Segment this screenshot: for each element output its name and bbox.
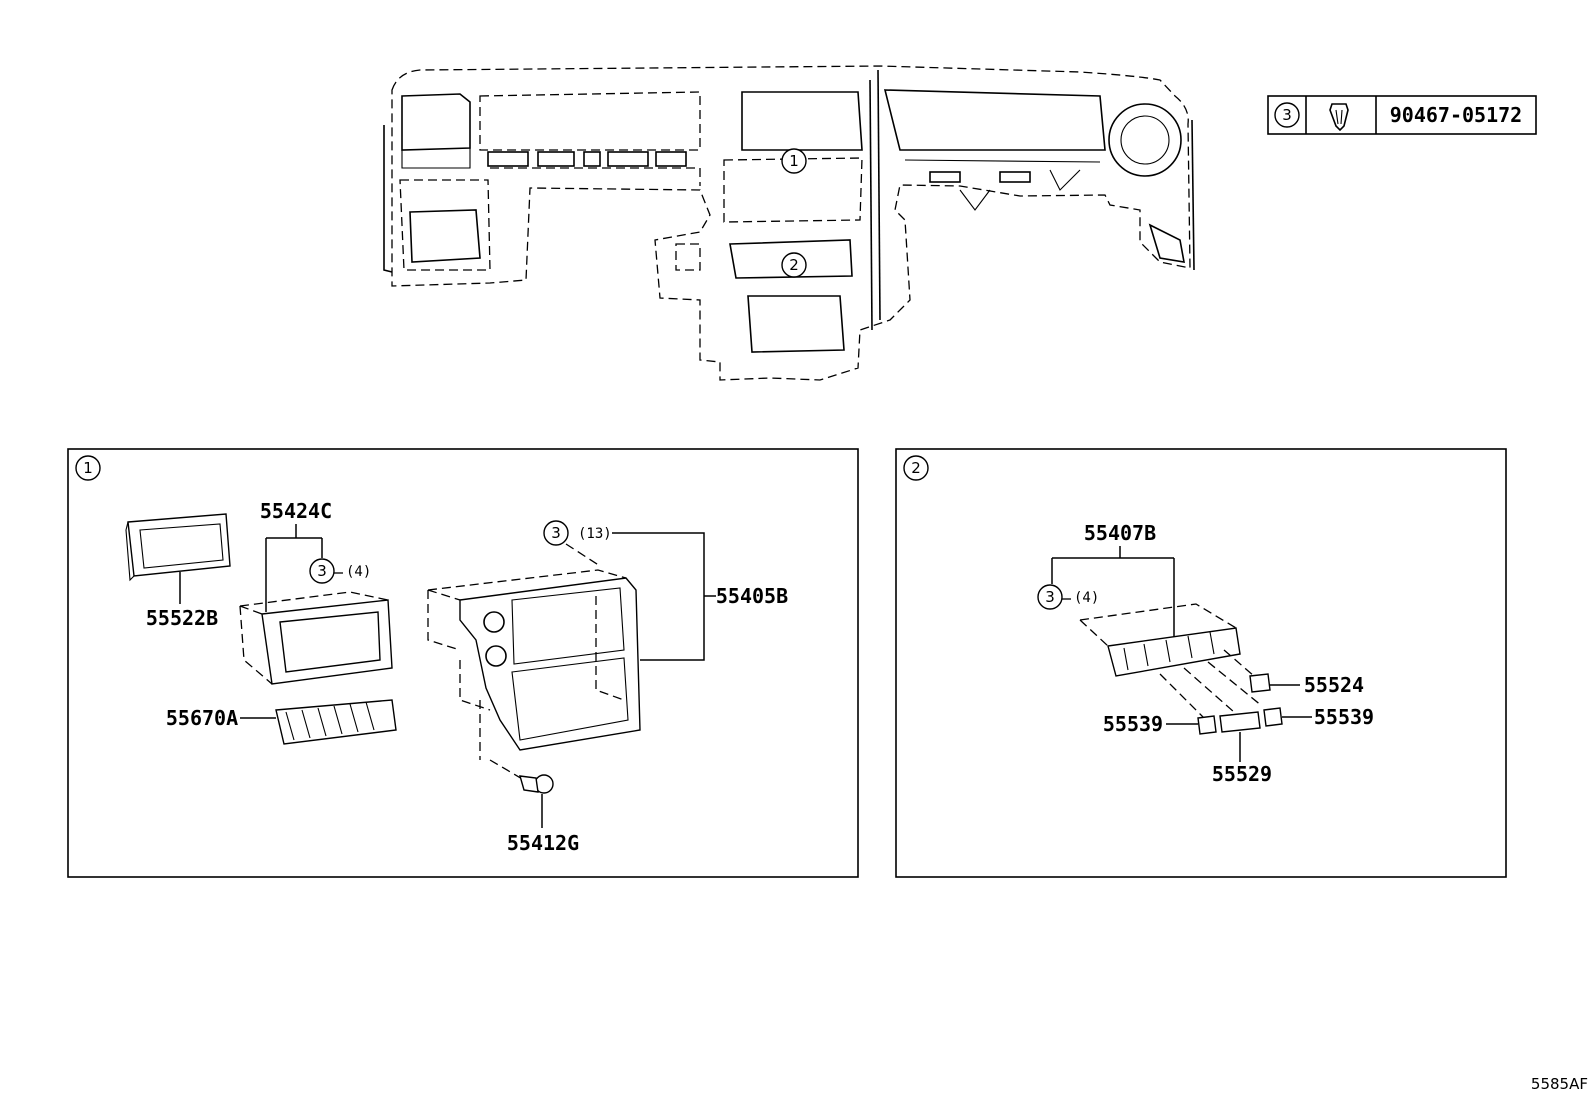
part-55522B-display xyxy=(125,513,231,604)
overview-callout-2-label: 2 xyxy=(789,256,799,274)
part-55539-left-switch xyxy=(1166,715,1217,735)
part-label-55405B: 55405B xyxy=(716,584,788,608)
clip-callout-c-qty: (4) xyxy=(1074,590,1099,606)
diagram-code: 5585AF xyxy=(1531,1075,1588,1093)
clip-callout-b xyxy=(543,520,569,546)
detail-panel-1: 1 55522B 55424C 3 (4) 55670A xyxy=(67,448,859,878)
panel-2-badge-label: 2 xyxy=(911,459,921,477)
clip-reference-table: 3 90467-05172 xyxy=(1267,95,1537,135)
part-label-55522B: 55522B xyxy=(146,606,218,630)
part-label-55539-left: 55539 xyxy=(1103,712,1163,736)
part-label-55407B: 55407B xyxy=(1084,521,1156,545)
reference-circle-3 xyxy=(1274,102,1300,128)
clip-callout-c xyxy=(1037,584,1063,610)
part-label-55670A: 55670A xyxy=(166,706,238,730)
clip-callout-a-qty: (4) xyxy=(346,564,371,580)
part-label-55524: 55524 xyxy=(1304,673,1364,697)
clip-icon xyxy=(1329,103,1349,132)
reference-part-number: 90467-05172 xyxy=(1390,103,1522,127)
part-label-55412G: 55412G xyxy=(507,831,579,855)
part-55424C-frame xyxy=(239,591,393,685)
overview-callout-2 xyxy=(781,252,807,278)
panel-1-badge xyxy=(75,455,101,481)
part-55529-switch xyxy=(1219,711,1261,762)
overview-callout-1 xyxy=(781,148,807,174)
panel-1-badge-label: 1 xyxy=(83,459,93,477)
part-label-55539-right: 55539 xyxy=(1314,705,1374,729)
part-label-55529: 55529 xyxy=(1212,762,1272,786)
part-55412G-clip xyxy=(519,774,554,828)
clip-callout-c-label: 3 xyxy=(1045,588,1055,606)
part-55405B-center-panel xyxy=(427,569,641,781)
reference-circle-label: 3 xyxy=(1282,106,1292,124)
clip-callout-a xyxy=(309,558,335,584)
part-label-55424C: 55424C xyxy=(260,499,332,523)
part-55539-right-switch xyxy=(1263,707,1312,727)
part-55407B-switch-bracket xyxy=(1079,603,1241,677)
part-55670A-vent xyxy=(240,699,397,745)
clip-callout-b-qty: (13) xyxy=(578,526,612,542)
clip-callout-a-label: 3 xyxy=(317,562,327,580)
detail-panel-2: 2 55407B 3 (4) 55524 55539 5 xyxy=(895,448,1507,878)
part-55524-switch xyxy=(1249,673,1300,693)
clip-callout-b-label: 3 xyxy=(551,524,561,542)
dashboard-overview: 1 2 xyxy=(383,65,1195,381)
panel-2-badge xyxy=(903,455,929,481)
overview-callout-1-label: 1 xyxy=(789,152,799,170)
